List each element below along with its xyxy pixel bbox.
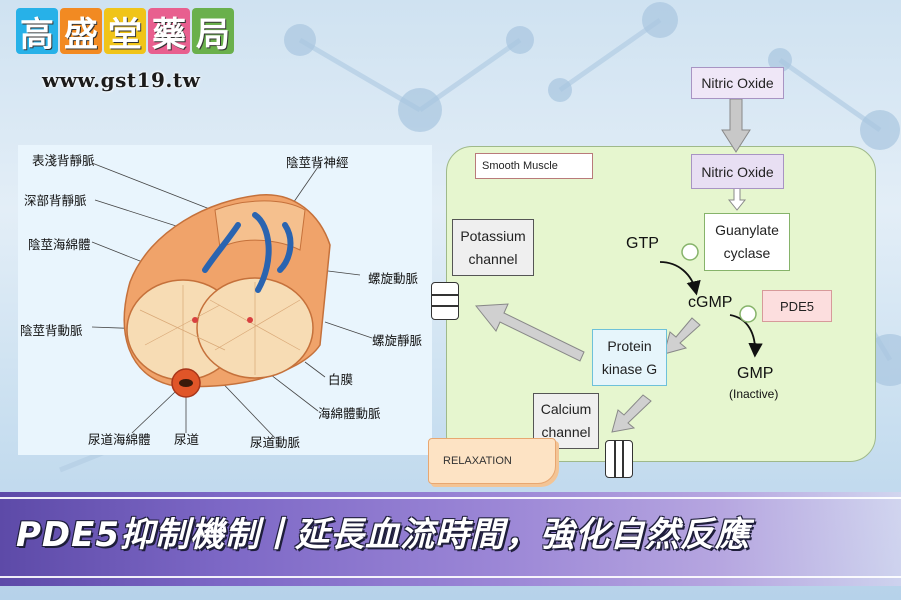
calcium-line-2: channel [541, 424, 591, 440]
calcium-line-1: Calcium [540, 401, 592, 417]
label-helicine-vein: 螺旋靜脈 [372, 333, 423, 348]
guanylate-line-2: cyclase [723, 245, 771, 261]
protein-line-2: kinase G [601, 360, 658, 377]
label-dorsal-nerve: 陰莖背神經 [286, 155, 349, 170]
guanylate-cyclase-box: Guanylate cyclase [704, 213, 790, 271]
pde5-box: PDE5 [762, 290, 832, 322]
nitric-oxide-source-box: Nitric Oxide [691, 67, 784, 99]
logo-char: 盛 [60, 8, 102, 55]
nitric-oxide-box: Nitric Oxide [691, 154, 784, 189]
logo-char: 局 [192, 8, 234, 55]
gmp-label: GMP [737, 365, 774, 382]
label-cavernous-artery: 海綿體動脈 [318, 406, 381, 421]
relaxation-label: RELAXATION [428, 438, 556, 484]
inactive-label: (Inactive) [729, 387, 779, 401]
label-urethral-artery: 尿道動脈 [250, 435, 301, 450]
potassium-channel-box: Potassium channel [452, 219, 534, 276]
label-helicine-artery: 螺旋動脈 [368, 271, 419, 286]
smooth-muscle-label: Smooth Muscle [475, 153, 593, 179]
potassium-line-1: Potassium [460, 227, 526, 244]
label-urethra: 尿道 [174, 432, 200, 447]
logo-char: 堂 [104, 8, 146, 55]
cgmp-label: cGMP [688, 294, 733, 311]
calcium-channel-icon [605, 440, 633, 478]
label-tunica-albuginea: 白膜 [328, 372, 354, 387]
protein-line-1: Protein [607, 337, 652, 354]
guanylate-line-1: Guanylate [715, 222, 779, 238]
logo-char: 高 [16, 8, 58, 55]
gtp-label: GTP [626, 235, 659, 252]
banner-bottom-line [0, 576, 901, 578]
banner-top-line [0, 497, 901, 499]
label-corpus-cavernosum: 陰莖海綿體 [28, 237, 91, 252]
label-superficial-dorsal-vein: 表淺背靜脈 [32, 153, 95, 168]
banner-title: PDE5抑制機制丨延長血流時間，強化自然反應 [16, 515, 751, 555]
potassium-line-2: channel [468, 250, 518, 267]
label-corpus-spongiosum: 尿道海綿體 [88, 432, 151, 447]
title-banner [0, 492, 901, 586]
label-deep-dorsal-vein: 深部背靜脈 [24, 193, 87, 208]
label-dorsal-artery: 陰莖背動脈 [20, 323, 83, 338]
logo-char: 藥 [148, 8, 190, 55]
logo: 高 盛 堂 藥 局 [16, 8, 234, 55]
potassium-channel-icon [431, 282, 459, 320]
website-url: www.gst19.tw [42, 68, 201, 92]
protein-kinase-g-box: Protein kinase G [592, 329, 667, 386]
